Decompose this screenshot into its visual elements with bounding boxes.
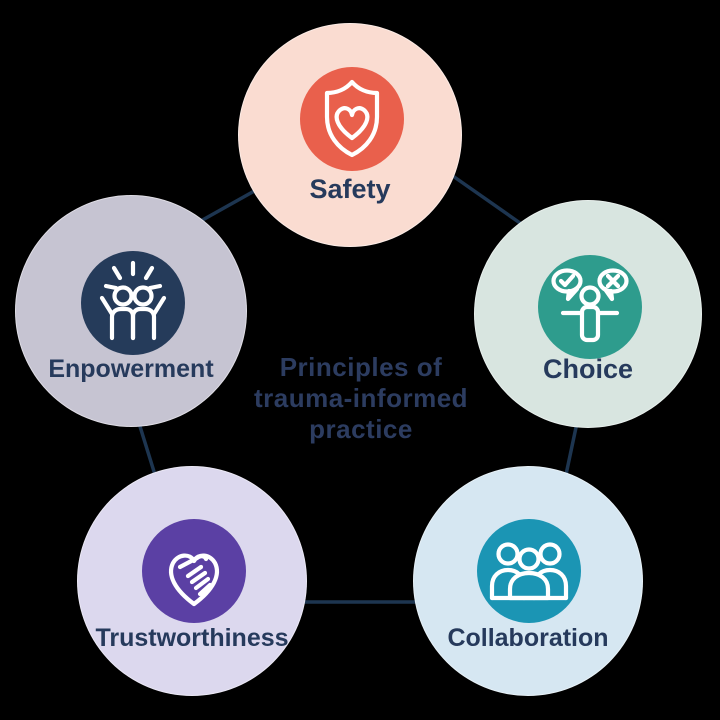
trustworthiness-label: Trustworthiness [95, 624, 289, 652]
diagram-title: Principles of trauma-informed practice [234, 352, 488, 445]
trustworthiness-icon-circle [142, 519, 246, 623]
people-group-icon [489, 542, 569, 601]
choice-label: Choice [542, 354, 634, 384]
collaboration-label: Collaboration [447, 624, 609, 652]
safety-icon-circle [300, 67, 404, 171]
empowerment-icon-circle [81, 251, 185, 355]
connector-safety-choice [448, 172, 532, 232]
safety-circle: Safety [238, 23, 462, 247]
choice-circle: Choice [474, 200, 702, 428]
person-choice-bubbles-icon [551, 268, 629, 343]
trustworthiness-circle: Trustworthiness [77, 466, 307, 696]
collaboration-circle: Collaboration [413, 466, 643, 696]
shield-heart-icon [324, 79, 380, 158]
title-line-2: trauma-informed [253, 383, 469, 413]
celebration-people-icon [99, 260, 167, 341]
empowerment-label: Enpowerment [48, 355, 214, 383]
choice-icon-circle [538, 255, 642, 359]
connector-empowerment-trustworthiness [136, 419, 158, 479]
handshake-heart-icon [168, 553, 220, 607]
empowerment-circle: Enpowerment [15, 195, 247, 427]
collaboration-icon-circle [477, 519, 581, 623]
safety-label: Safety [309, 174, 391, 204]
title-line-3: practice [309, 414, 413, 444]
title-line-1: Principles of [279, 352, 443, 382]
